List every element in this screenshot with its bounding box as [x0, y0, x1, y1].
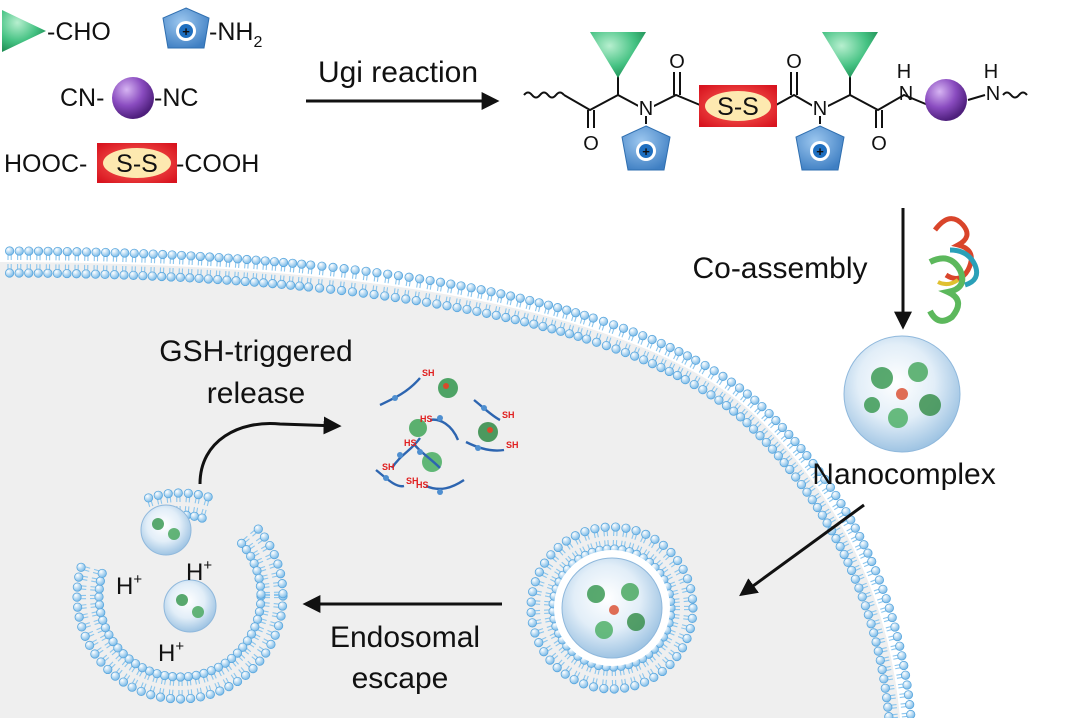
- wavy-end-right: [1002, 91, 1028, 99]
- n-atom-amide-2: N: [986, 83, 1000, 105]
- n-atom-right: N: [813, 98, 827, 120]
- acid-right-label: -COOH: [176, 150, 259, 178]
- endosomal-escape-step: Endosomal escape: [302, 595, 502, 695]
- protein-cargo-icon: [927, 216, 980, 324]
- endosomal-label: Endosomal: [330, 621, 480, 654]
- coassembly-step: Co-assembly: [692, 208, 980, 330]
- o-atom-4: O: [871, 133, 887, 155]
- isocyanide-reagent: CN- -NC: [60, 77, 198, 119]
- polymer-strand: [465, 440, 505, 452]
- proton-3: H+: [158, 638, 184, 667]
- cell-membrane: [4, 246, 916, 718]
- green-triangle-icon-right: [822, 32, 878, 78]
- aldehyde-label: -CHO: [47, 18, 111, 46]
- nanocomplex-label: Nanocomplex: [812, 458, 995, 491]
- disulfide-label: S-S: [116, 150, 158, 178]
- polymer-strand: [473, 399, 501, 422]
- aldehyde-reagent: -CHO: [2, 10, 111, 52]
- gsh-release-step: GSH-triggered release: [159, 335, 353, 485]
- isocyanide-right-label: -NC: [154, 84, 198, 112]
- thiol-label: SH: [382, 462, 395, 472]
- h-atom-1: H: [897, 61, 911, 83]
- escaped-nanocomplex-top: [140, 504, 192, 556]
- o-atom-1: O: [583, 133, 599, 155]
- acid-left-label: HOOC-: [4, 150, 87, 178]
- amine-label: -NH2: [209, 18, 262, 51]
- polymer-atoms: N N O O O O H N H N S-S + +: [583, 32, 1000, 171]
- ruptured-membrane: [72, 488, 288, 704]
- o-atom-2: O: [669, 51, 685, 73]
- coassembly-label: Co-assembly: [692, 252, 867, 285]
- release-label: release: [207, 377, 305, 410]
- n-atom-amide-1: N: [899, 83, 913, 105]
- polymer-disulfide-label: S-S: [717, 93, 759, 121]
- plus-sign: +: [642, 144, 650, 159]
- ruptured-endosome: H+ H+ H+: [72, 488, 288, 704]
- cell: [0, 246, 916, 718]
- thiol-label: SH: [502, 410, 515, 420]
- proton-2: H+: [186, 557, 212, 586]
- polymer-strand: [375, 469, 405, 488]
- thiol-label: SH: [422, 368, 435, 378]
- endocytosis-arrow: [739, 503, 865, 597]
- polymer-backbone-left: [563, 93, 701, 112]
- purple-sphere-icon-polymer: [925, 79, 967, 121]
- wavy-end-left: [523, 91, 565, 99]
- ugi-reaction-label: Ugi reaction: [318, 56, 478, 89]
- purple-sphere-icon: [112, 77, 154, 119]
- polymer-structure: [523, 72, 1028, 128]
- amine-reagent: + -NH2: [162, 7, 262, 51]
- plus-sign: +: [182, 24, 190, 39]
- thiol-label: SH: [406, 476, 419, 486]
- escaped-nanocomplex-inner: [163, 579, 217, 633]
- green-triangle-icon: [2, 10, 46, 52]
- polymer-strand: [425, 479, 465, 491]
- release-arrow: [198, 416, 342, 485]
- thiol-label: HS: [416, 480, 429, 490]
- thiol-label: SH: [506, 440, 519, 450]
- escape-label: escape: [352, 662, 449, 695]
- endosome: [526, 522, 698, 694]
- nanocomplex: Nanocomplex: [812, 335, 996, 491]
- proton-1: H+: [116, 571, 142, 600]
- polymer-strand: [390, 437, 421, 469]
- n-atom-left: N: [639, 98, 653, 120]
- reagents: -CHO + -NH2 CN- -NC HOOC- S-S -COOH: [2, 7, 262, 183]
- green-triangle-icon-left: [590, 32, 646, 78]
- ugi-step: Ugi reaction: [306, 56, 500, 110]
- disulfide-acid-reagent: HOOC- S-S -COOH: [4, 143, 259, 183]
- polymer-strand: [413, 443, 441, 469]
- polymer-strand: [429, 418, 460, 441]
- o-atom-3: O: [786, 51, 802, 73]
- plus-sign: +: [816, 144, 824, 159]
- protein-cluster: [864, 362, 941, 428]
- h-atom-2: H: [984, 61, 998, 83]
- gsh-triggered-label: GSH-triggered: [159, 335, 352, 368]
- polymer-strand: [379, 377, 421, 407]
- thiol-label: HS: [420, 414, 433, 424]
- isocyanide-left-label: CN-: [60, 84, 104, 112]
- thiol-label: HS: [404, 438, 417, 448]
